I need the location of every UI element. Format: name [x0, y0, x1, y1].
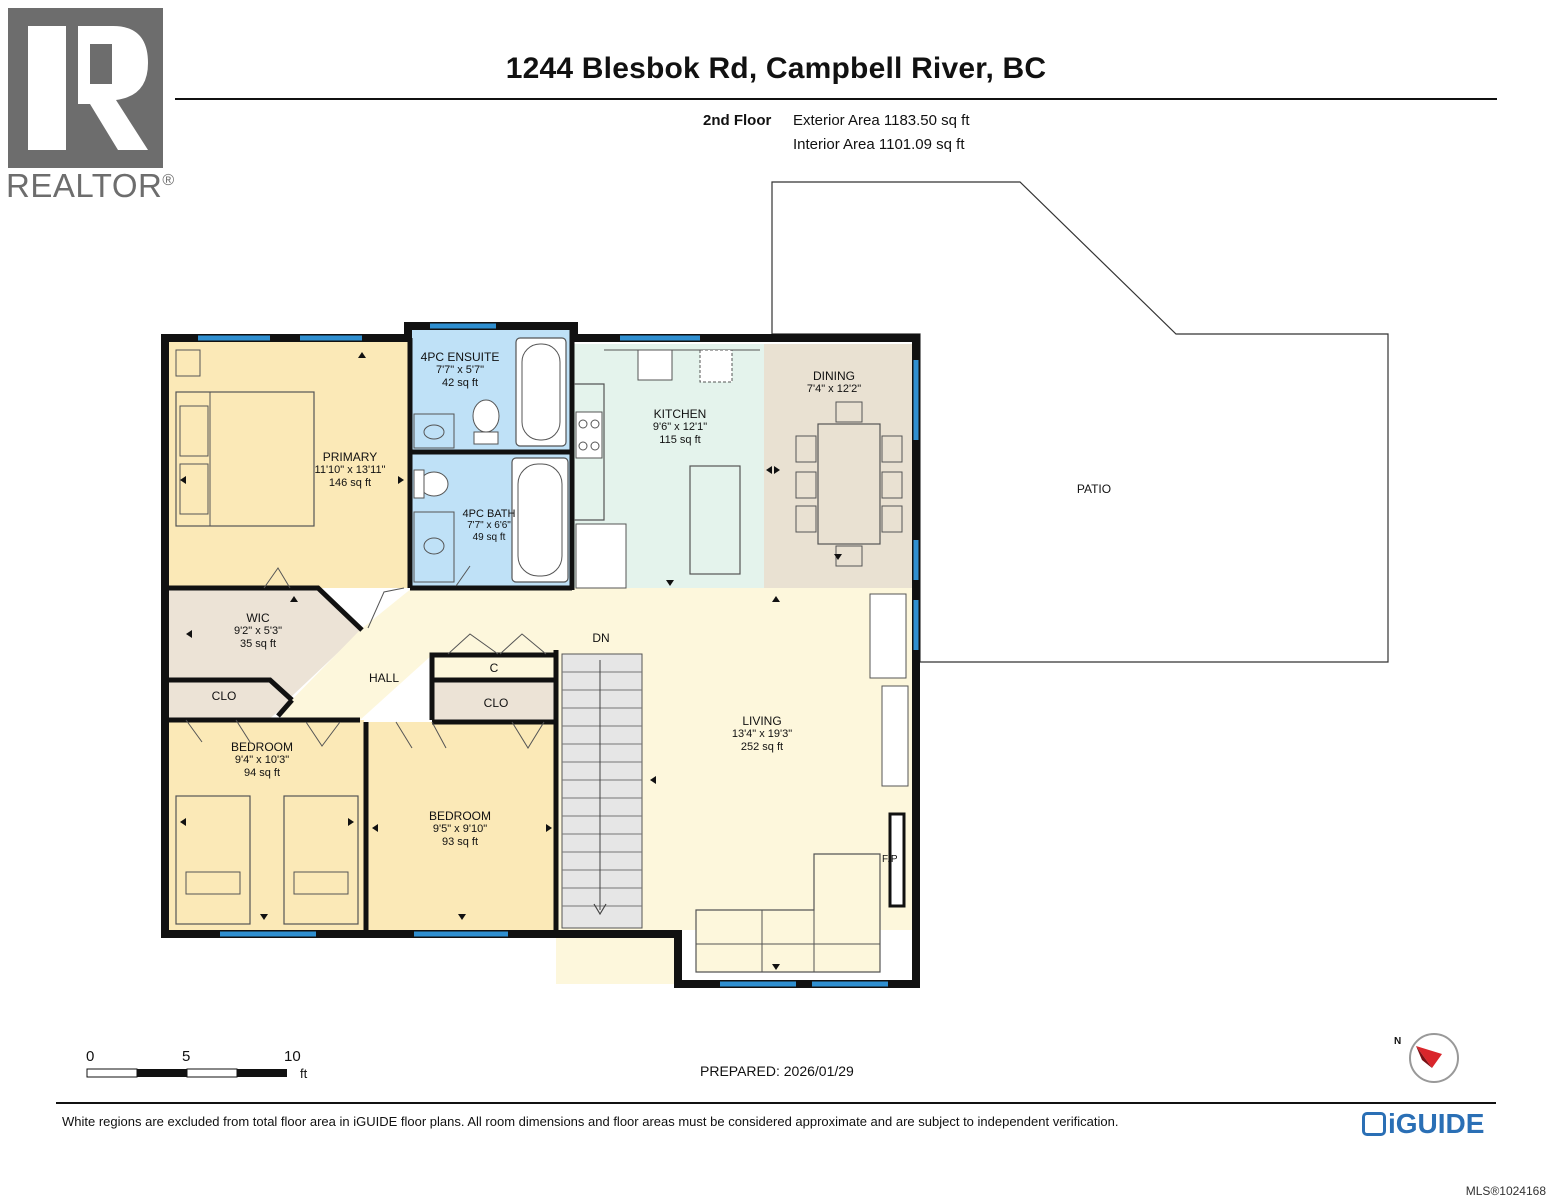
scale-bar [86, 1068, 287, 1078]
room-name: BEDROOM [428, 809, 491, 823]
realtor-wordmark: REALTOR® [6, 167, 175, 205]
scale-label-0: 0 [86, 1048, 95, 1065]
clo-right-fill [434, 680, 554, 722]
room-dining: DINING 7'4" x 12'2" [782, 370, 886, 396]
scale-label-10: 10 [284, 1048, 301, 1065]
iguide-icon [1362, 1112, 1386, 1136]
scale-label-5: 5 [182, 1048, 191, 1065]
bedroom-mid-fill [364, 722, 556, 932]
room-wic: WIC 9'2" x 5'3" 35 sq ft [206, 612, 310, 651]
room-clo-right: CLO [483, 696, 509, 710]
room-name: 4PC BATH [462, 508, 516, 520]
bed-left [175, 795, 251, 925]
clo-left-fill [168, 680, 292, 720]
realtor-word: REALTOR [6, 167, 163, 204]
stair-arrow-head [593, 903, 607, 916]
room-area: 35 sq ft [239, 638, 277, 650]
disclaimer: White regions are excluded from total fl… [62, 1114, 1119, 1129]
windows [198, 323, 919, 987]
room-dims: 11'10" x 13'11" [314, 464, 386, 476]
room-name: KITCHEN [653, 407, 707, 421]
kitchen-sink [637, 349, 673, 381]
compass-north-label: N [1394, 1036, 1402, 1047]
room-name: DINING [813, 369, 855, 383]
room-dims: 9'5" x 9'10" [432, 823, 488, 835]
room-dims: 9'2" x 5'3" [233, 625, 283, 637]
room-area: 146 sq ft [328, 477, 372, 489]
room-name: LIVING [742, 714, 782, 728]
room-name: PRIMARY [322, 450, 378, 464]
room-dims: 13'4" x 19'3" [731, 728, 793, 740]
compass-icon [1409, 1033, 1459, 1083]
living-cabinet [869, 593, 907, 679]
wic-fill [168, 588, 362, 696]
room-primary: PRIMARY 11'10" x 13'11" 146 sq ft [290, 451, 410, 490]
room-dims: 9'6" x 12'1" [652, 421, 708, 433]
iguide-word: iGUIDE [1388, 1108, 1485, 1139]
floor-label: 2nd Floor [703, 112, 772, 129]
room-c-closet: C [489, 661, 499, 675]
exterior-area: Exterior Area 1183.50 sq ft [793, 112, 970, 129]
room-patio: PATIO [1076, 482, 1112, 496]
room-dims: 9'4" x 10'3" [234, 754, 290, 766]
room-markers [180, 352, 842, 970]
room-dims: 7'4" x 12'2" [806, 383, 862, 395]
room-area: 115 sq ft [659, 434, 701, 446]
room-dims: 7'7" x 6'6" [467, 520, 511, 531]
interior-walls [168, 326, 575, 934]
ensuite-tub [515, 337, 567, 447]
room-name: WIC [246, 611, 270, 625]
stairs-down-label: DN [592, 631, 610, 645]
registered-mark: ® [162, 172, 175, 189]
room-clo-left: CLO [211, 689, 237, 703]
realtor-logo [8, 8, 163, 168]
room-hall: HALL [368, 671, 400, 685]
iguide-logo: iGUIDE [1362, 1108, 1484, 1140]
room-bedroom-mid: BEDROOM 9'5" x 9'10" 93 sq ft [408, 810, 512, 849]
room-area: 252 sq ft [740, 741, 784, 753]
room-living: LIVING 13'4" x 19'3" 252 sq ft [710, 715, 814, 754]
fireplace [888, 812, 906, 908]
prepared-date: PREPARED: 2026/01/29 [700, 1063, 854, 1079]
primary-bed [175, 391, 315, 527]
room-kitchen: KITCHEN 9'6" x 12'1" 115 sq ft [628, 408, 732, 447]
room-area: 93 sq ft [441, 836, 479, 848]
bed-right [283, 795, 359, 925]
room-bath: 4PC BATH 7'7" x 6'6" 49 sq ft [452, 508, 526, 544]
scale-unit: ft [300, 1066, 308, 1081]
mls-number: MLS®1024168 [1465, 1184, 1546, 1198]
room-dims: 7'7" x 5'7" [435, 364, 485, 376]
page-title: 1244 Blesbok Rd, Campbell River, BC [505, 52, 1047, 85]
header-divider [175, 98, 1497, 100]
room-name: BEDROOM [230, 740, 293, 754]
kitchen-island [689, 465, 741, 575]
stairs [561, 653, 643, 929]
footer-divider [56, 1102, 1496, 1104]
bath-tub [511, 457, 569, 583]
kitchen-counter [574, 383, 605, 521]
stair-treads [562, 671, 642, 907]
dining-table [817, 423, 881, 545]
room-bedroom-left: BEDROOM 9'4" x 10'3" 94 sq ft [210, 741, 314, 780]
room-name: 4PC ENSUITE [420, 350, 500, 364]
room-ensuite: 4PC ENSUITE 7'7" x 5'7" 42 sq ft [408, 351, 512, 390]
room-area: 94 sq ft [243, 767, 281, 779]
room-area: 42 sq ft [441, 377, 479, 389]
doors [185, 565, 547, 749]
interior-area: Interior Area 1101.09 sq ft [793, 136, 965, 153]
room-area: 49 sq ft [472, 532, 506, 543]
fireplace-label: F/P [882, 854, 898, 865]
